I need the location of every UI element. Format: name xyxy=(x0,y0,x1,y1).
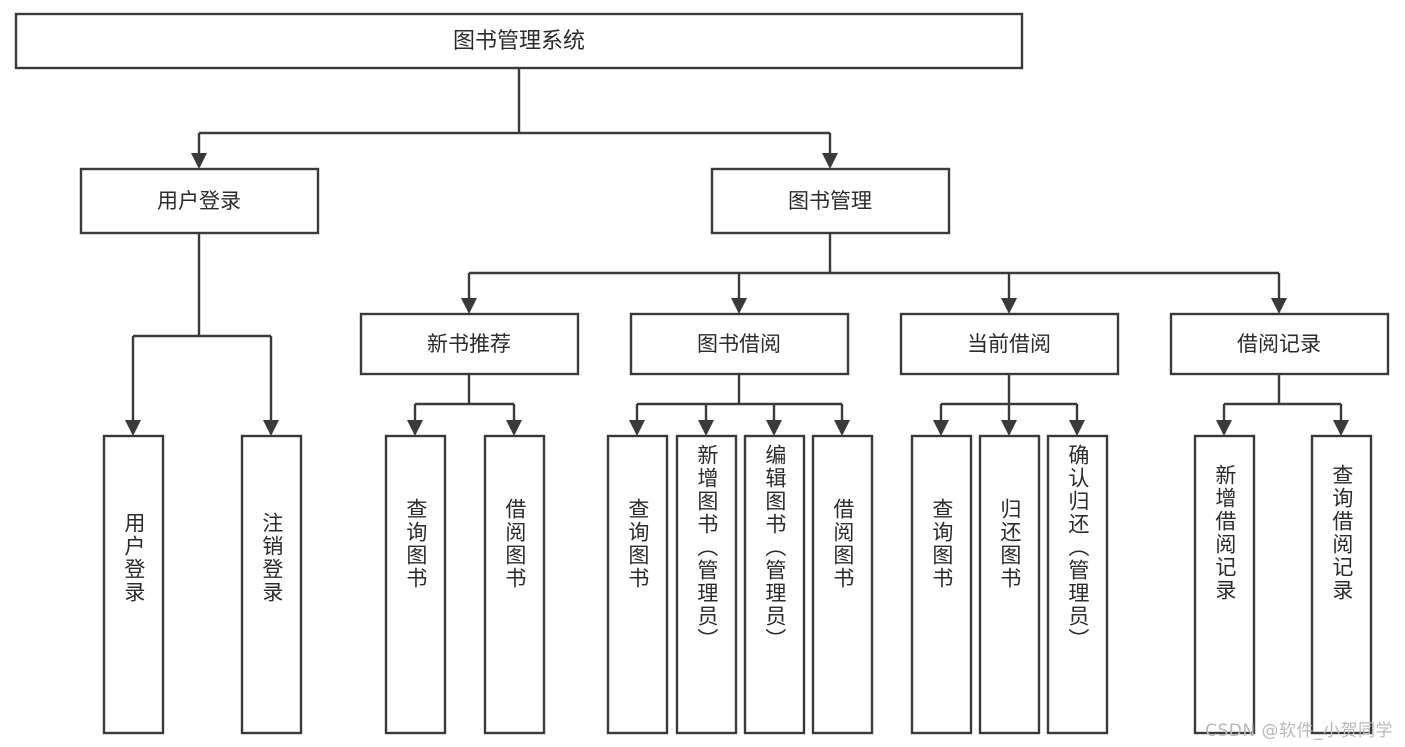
csdn-watermark: CSDN @软件_小贺同学 xyxy=(1205,721,1393,741)
arrow-head-book-borrow-leaf4 xyxy=(834,420,850,436)
connector-group-root xyxy=(191,68,838,169)
leaf-box-new-book-1[interactable] xyxy=(384,434,447,735)
node-user-login-label: 用户登录 xyxy=(157,189,241,213)
leaf-box-borrow-record-2[interactable] xyxy=(1310,434,1373,735)
leaf-box-user-login-2[interactable] xyxy=(240,434,303,735)
arrow-head-book-borrow-leaf2 xyxy=(698,420,714,436)
arrow-head-user-login-leaf2 xyxy=(263,420,279,436)
arrow-head-current-borrow xyxy=(1001,298,1017,314)
leaf-box-new-book-2[interactable] xyxy=(483,434,546,735)
node-user-login[interactable]: 用户登录 xyxy=(79,167,320,235)
leaf-box-current-borrow-3[interactable] xyxy=(1046,434,1109,735)
leaf-boxes-book-borrow xyxy=(606,434,874,735)
arrow-head-book-borrow-leaf3 xyxy=(766,420,782,436)
arrow-head-book-mgmt xyxy=(822,153,838,169)
node-new-book-recommend-label: 新书推荐 xyxy=(427,332,511,356)
connector-group-new-book xyxy=(407,374,522,436)
node-new-book-recommend-box[interactable] xyxy=(359,312,580,376)
leaf-boxes-borrow-record xyxy=(1193,434,1373,735)
node-borrow-record-label: 借阅记录 xyxy=(1237,332,1321,356)
node-root-box[interactable] xyxy=(14,12,1024,70)
leaf-box-borrow-record-1[interactable] xyxy=(1193,434,1256,735)
arrow-head-user-login-leaf1 xyxy=(125,420,141,436)
leaf-boxes-user-login xyxy=(102,434,303,735)
node-book-borrow[interactable]: 图书借阅 xyxy=(629,312,850,376)
arrow-head-borrow-record xyxy=(1271,298,1287,314)
arrow-head-book-borrow xyxy=(731,298,747,314)
leaf-box-user-login-1[interactable] xyxy=(102,434,165,735)
leaf-box-book-borrow-4[interactable] xyxy=(811,434,874,735)
node-current-borrow-label: 当前借阅 xyxy=(967,332,1051,356)
arrow-head-borrow-record-leaf1 xyxy=(1216,420,1232,436)
arrow-head-user-login xyxy=(191,153,207,169)
connector-group-current-borrow xyxy=(933,374,1085,436)
leaf-box-book-borrow-2[interactable] xyxy=(675,434,738,735)
leaf-box-book-borrow-1[interactable] xyxy=(606,434,669,735)
leaf-box-current-borrow-1[interactable] xyxy=(910,434,973,735)
node-user-login-box[interactable] xyxy=(79,167,320,235)
arrow-head-new-book xyxy=(461,298,477,314)
connector-group-book-borrow xyxy=(629,374,850,436)
node-book-borrow-label: 图书借阅 xyxy=(697,332,781,356)
arrow-head-borrow-record-leaf2 xyxy=(1333,420,1349,436)
leaf-boxes-new-book xyxy=(384,434,546,735)
connector-group-borrow-record xyxy=(1216,374,1349,436)
node-book-borrow-box[interactable] xyxy=(629,312,850,376)
node-book-management[interactable]: 图书管理 xyxy=(710,167,951,235)
node-new-book-recommend[interactable]: 新书推荐 xyxy=(359,312,580,376)
node-book-management-label: 图书管理 xyxy=(788,189,872,213)
node-root[interactable]: 图书管理系统 xyxy=(14,12,1024,70)
arrow-head-current-borrow-leaf3 xyxy=(1069,420,1085,436)
arrow-head-new-book-leaf1 xyxy=(407,420,423,436)
leaf-box-current-borrow-2[interactable] xyxy=(978,434,1041,735)
node-current-borrow[interactable]: 当前借阅 xyxy=(899,312,1120,376)
connector-group-user-login xyxy=(125,233,279,436)
arrow-head-book-borrow-leaf1 xyxy=(629,420,645,436)
node-current-borrow-box[interactable] xyxy=(899,312,1120,376)
arrow-head-current-borrow-leaf2 xyxy=(1001,420,1017,436)
node-root-label: 图书管理系统 xyxy=(453,29,585,54)
connector-group-book-mgmt xyxy=(461,233,1287,314)
leaf-boxes-current-borrow xyxy=(910,434,1109,735)
node-borrow-record-box[interactable] xyxy=(1169,312,1390,376)
node-borrow-record[interactable]: 借阅记录 xyxy=(1169,312,1390,376)
arrow-head-current-borrow-leaf1 xyxy=(933,420,949,436)
leaf-box-book-borrow-3[interactable] xyxy=(743,434,806,735)
node-book-management-box[interactable] xyxy=(710,167,951,235)
arrow-head-new-book-leaf2 xyxy=(506,420,522,436)
